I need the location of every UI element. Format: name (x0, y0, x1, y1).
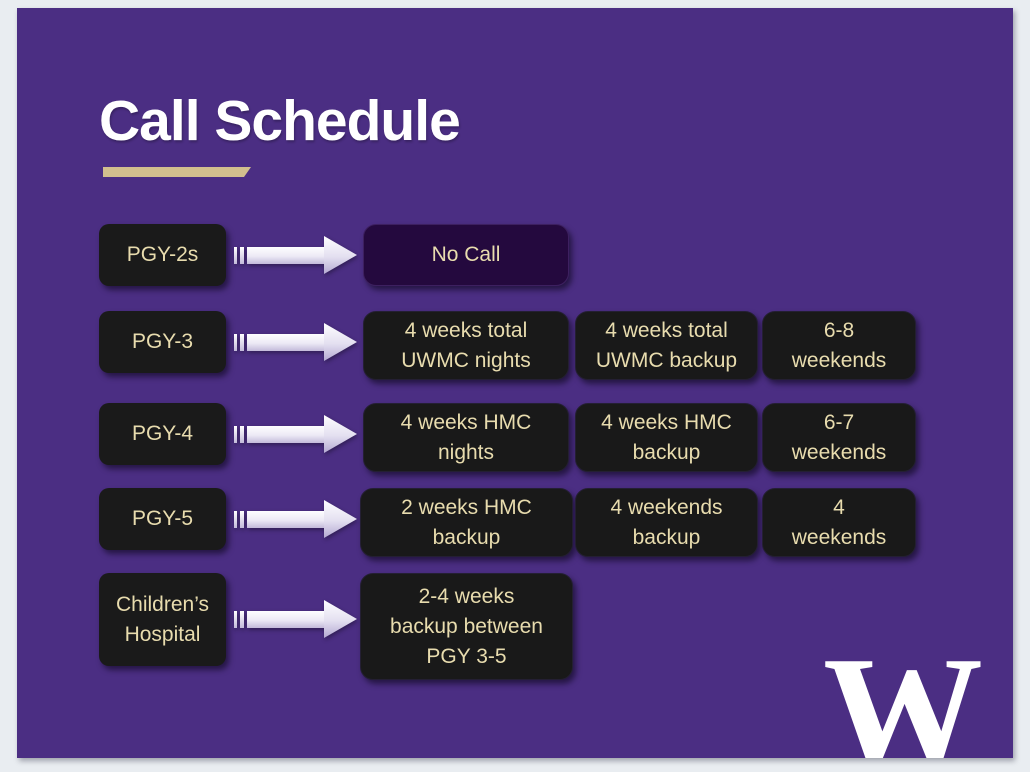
arrow-tail-bar (234, 610, 237, 628)
item-text: 4 weeks total UWMC nights (401, 318, 531, 372)
item-box-2-4-weeks-backup: 2-4 weeks backup between PGY 3-5 (360, 573, 573, 680)
label-text: PGY-5 (131, 507, 194, 530)
item-box-hmc-backup: 4 weeks HMC backup (575, 403, 758, 472)
item-box-uwmc-backup: 4 weeks total UWMC backup (575, 311, 758, 380)
item-text: No Call (431, 243, 501, 266)
label-box-pgy-5: PGY-5 (99, 488, 226, 550)
item-box-4-weekends-backup: 4 weekends backup (575, 488, 758, 557)
item-text: 4 weekends backup (610, 495, 723, 549)
arrow-shaft (247, 425, 325, 443)
item-box-hmc-nights: 4 weeks HMC nights (363, 403, 569, 472)
arrow-shaft (247, 246, 325, 264)
arrow-head (324, 415, 357, 453)
arrow-head (324, 600, 357, 638)
right-arrow-icon (234, 323, 357, 361)
item-box-4-weekends: 4 weekends (762, 488, 916, 557)
slide-title: Call Schedule (99, 89, 461, 153)
item-text: 4 weeks total UWMC backup (595, 318, 738, 372)
label-text: PGY-3 (131, 330, 194, 353)
item-box-6-8-weekends: 6-8 weekends (762, 311, 916, 380)
label-text: PGY-4 (131, 422, 194, 445)
arrow-head (324, 236, 357, 274)
label-box-pgy-4: PGY-4 (99, 403, 226, 465)
item-box-no-call: No Call (363, 224, 569, 286)
item-text: 2-4 weeks backup between PGY 3-5 (390, 584, 543, 668)
arrow-tail-bar (240, 510, 244, 528)
arrow-tail-bar (234, 425, 237, 443)
arrow-shaft (247, 610, 325, 628)
title-underline (103, 167, 251, 177)
arrow-tail-bar (234, 246, 237, 264)
right-arrow-icon (234, 500, 357, 538)
right-arrow-icon (234, 415, 357, 453)
label-box-childrens-hospital: Children’s Hospital (99, 573, 226, 666)
item-box-2wk-hmc-backup: 2 weeks HMC backup (360, 488, 573, 557)
item-box-6-7-weekends: 6-7 weekends (762, 403, 916, 472)
arrow-head (324, 323, 357, 361)
arrow-tail-bar (240, 246, 244, 264)
arrow-shaft (247, 510, 325, 528)
slide: Call Schedule PGY-2s No Call PGY-3 4 wee… (17, 8, 1013, 758)
right-arrow-icon (234, 600, 357, 638)
arrow-head (324, 500, 357, 538)
label-text: PGY-2s (126, 243, 199, 266)
arrow-tail-bar (240, 425, 244, 443)
label-box-pgy-2s: PGY-2s (99, 224, 226, 286)
arrow-tail-bar (240, 610, 244, 628)
label-box-pgy-3: PGY-3 (99, 311, 226, 373)
arrow-tail-bar (240, 333, 244, 351)
right-arrow-icon (234, 236, 357, 274)
item-text: 2 weeks HMC backup (401, 495, 532, 549)
item-text: 4 weekends (791, 495, 887, 549)
uw-logo: W (823, 623, 983, 758)
arrow-tail-bar (234, 333, 237, 351)
item-text: 4 weeks HMC nights (400, 410, 532, 464)
arrow-tail-bar (234, 510, 237, 528)
item-box-uwmc-nights: 4 weeks total UWMC nights (363, 311, 569, 380)
item-text: 6-8 weekends (791, 318, 887, 372)
item-text: 4 weeks HMC backup (601, 410, 732, 464)
label-text: Children’s Hospital (116, 592, 209, 646)
arrow-shaft (247, 333, 325, 351)
item-text: 6-7 weekends (791, 410, 887, 464)
